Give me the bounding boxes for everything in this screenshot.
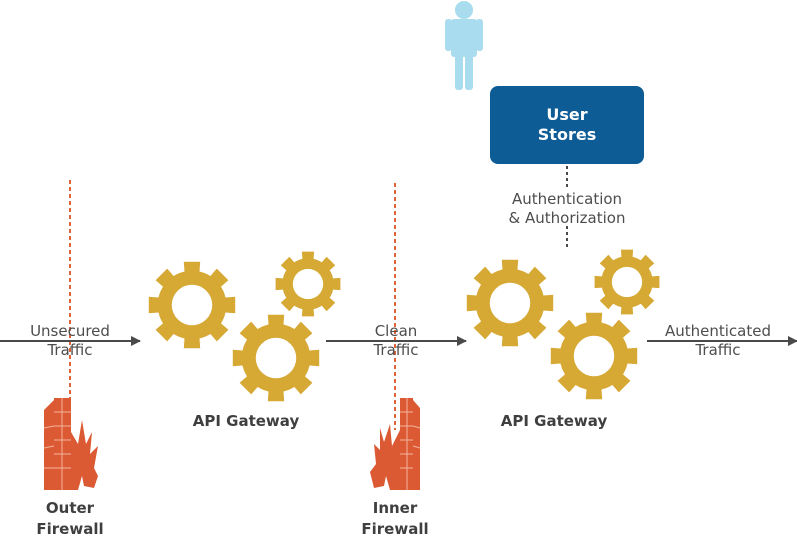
gear-hole bbox=[573, 335, 615, 377]
firewall-label-line2: Firewall bbox=[361, 520, 429, 538]
gear-hole bbox=[255, 337, 297, 379]
person-icon bbox=[445, 1, 483, 90]
firewall-icon bbox=[370, 398, 421, 490]
user-stores-line1: User bbox=[546, 105, 588, 124]
auth-label-line2: & Authorization bbox=[508, 209, 626, 227]
api-gateway-label-1: API Gateway bbox=[192, 412, 300, 430]
gear-hole bbox=[292, 268, 324, 300]
inner-firewall-label: Inner Firewall bbox=[345, 498, 445, 540]
user-stores-line2: Stores bbox=[537, 125, 597, 144]
firewall-label-line2: Firewall bbox=[36, 520, 104, 538]
outer-firewall-label: Outer Firewall bbox=[20, 498, 120, 540]
flow-label-line2: Traffic bbox=[47, 341, 93, 359]
gears-icon bbox=[466, 249, 660, 400]
firewall-icon bbox=[43, 398, 98, 490]
flow-label-line1: Clean bbox=[374, 322, 418, 340]
gears-icon bbox=[148, 251, 341, 402]
flow-label-line2: Traffic bbox=[373, 341, 419, 359]
flow-label-line1: Unsecured bbox=[30, 322, 110, 340]
flow-label-line2: Traffic bbox=[695, 341, 741, 359]
gear-hole bbox=[489, 282, 531, 324]
flow-label-unsecured: Unsecured Traffic bbox=[10, 322, 130, 360]
auth-label: Authentication & Authorization bbox=[495, 190, 639, 228]
firewall-label-line1: Inner bbox=[372, 499, 418, 517]
api-gateway-label-2: API Gateway bbox=[500, 412, 608, 430]
gear-hole bbox=[171, 284, 213, 326]
firewall-label-line1: Outer bbox=[45, 499, 95, 517]
user-stores-box: User Stores bbox=[490, 86, 644, 164]
gear-hole bbox=[611, 266, 643, 298]
flow-label-clean: Clean Traffic bbox=[336, 322, 456, 360]
flow-label-authenticated: Authenticated Traffic bbox=[650, 322, 786, 360]
flow-label-line1: Authenticated bbox=[664, 322, 771, 340]
auth-label-line1: Authentication bbox=[511, 190, 623, 208]
